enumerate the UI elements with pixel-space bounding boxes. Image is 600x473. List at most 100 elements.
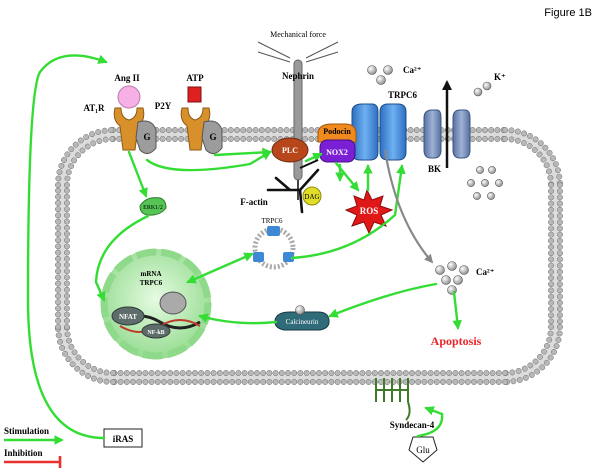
- membrane-head-inner: [365, 370, 372, 376]
- membrane-head-inner: [97, 368, 104, 375]
- membrane-head-outer: [108, 127, 114, 133]
- figure-label: Figure 1B: [544, 7, 592, 19]
- trpc6-vesicle: [252, 226, 296, 270]
- membrane-head-inner: [308, 136, 315, 142]
- membrane-head-inner: [64, 274, 70, 281]
- glucose-molecule: [408, 436, 438, 463]
- membrane-head-inner: [204, 370, 211, 376]
- membrane-head-outer: [464, 379, 471, 385]
- membrane-head-inner: [402, 370, 409, 376]
- membrane-head-inner: [532, 358, 539, 365]
- membrane-head-inner: [536, 151, 543, 158]
- membrane-head-inner: [390, 370, 397, 376]
- membrane-head-outer: [283, 127, 290, 133]
- membrane-head-outer: [427, 379, 434, 385]
- membrane-head-inner: [527, 362, 534, 369]
- membrane-head-inner: [433, 370, 440, 376]
- membrane-head-inner: [64, 237, 70, 244]
- membrane-head-outer: [221, 127, 228, 133]
- membrane-head-outer: [58, 162, 65, 169]
- membrane-head-inner: [502, 136, 508, 142]
- membrane-head-inner: [384, 370, 391, 376]
- membrane-head-outer: [260, 379, 267, 385]
- membrane-head-inner: [198, 370, 205, 376]
- membrane-head-inner: [64, 243, 70, 250]
- membrane-head-outer: [482, 127, 488, 133]
- atp-ligand: [187, 86, 202, 103]
- ang2-ligand: [117, 85, 141, 109]
- membrane-head-inner: [440, 370, 446, 376]
- syndecan-label: Syndecan-4: [390, 420, 435, 430]
- membrane-head-outer: [55, 237, 61, 244]
- membrane-head-inner: [548, 182, 554, 188]
- membrane-head-inner: [508, 136, 515, 143]
- membrane-head-inner: [227, 136, 234, 142]
- membrane-head-inner: [75, 152, 81, 159]
- membrane-head-inner: [185, 370, 192, 376]
- membrane-head-inner: [64, 331, 71, 338]
- membrane-head-inner: [79, 147, 86, 154]
- membrane-head-inner: [172, 136, 178, 142]
- membrane-head-inner: [396, 370, 403, 376]
- membrane-head-outer: [72, 141, 79, 148]
- membrane-head-inner: [371, 370, 378, 376]
- membrane-head-inner: [64, 200, 70, 206]
- membrane-head-inner: [64, 268, 70, 275]
- membrane-head-outer: [103, 378, 110, 385]
- mechanical-force-label: Mechanical force: [270, 30, 326, 39]
- membrane-head-outer: [516, 377, 523, 383]
- membrane-head-outer: [65, 356, 72, 363]
- membrane-head-inner: [309, 370, 316, 376]
- membrane-head-outer: [555, 167, 561, 174]
- membrane-head-inner: [64, 224, 70, 231]
- membrane-head-outer: [159, 127, 166, 133]
- membrane-head-inner: [229, 370, 236, 376]
- membrane-head-outer: [55, 286, 61, 293]
- trpc6-vesicle-label: TRPC6: [261, 217, 283, 225]
- membrane-head-inner: [543, 342, 550, 349]
- calcium-influx-arrow: [383, 149, 434, 264]
- membrane-head-inner: [64, 305, 70, 312]
- membrane-head-outer: [555, 336, 562, 343]
- membrane-head-outer: [557, 244, 563, 250]
- membrane-head-outer: [204, 379, 211, 385]
- membrane-head-inner: [548, 262, 554, 269]
- membrane-head-outer: [328, 379, 335, 385]
- membrane-head-outer: [556, 173, 563, 180]
- nephrin-label: Nephrin: [282, 71, 314, 81]
- membrane-head-outer: [266, 379, 273, 385]
- membrane-head-outer: [277, 127, 284, 133]
- trpc6-channel-label: TRPC6: [388, 90, 417, 100]
- membrane-head-inner: [65, 169, 72, 176]
- membrane-head-inner: [136, 370, 143, 376]
- dag-molecule: [302, 186, 322, 206]
- f-actin-filaments: [266, 168, 320, 214]
- membrane-head-inner: [64, 175, 71, 182]
- membrane-head-inner: [241, 370, 248, 376]
- membrane-head-outer: [309, 379, 316, 385]
- membrane-head-inner: [446, 370, 453, 376]
- p2y-label: P2Y: [155, 101, 172, 111]
- membrane-head-outer: [55, 268, 61, 275]
- membrane-head-outer: [550, 155, 556, 162]
- membrane-head-outer: [340, 379, 347, 385]
- membrane-head-inner: [64, 280, 70, 287]
- membrane-head-inner: [85, 362, 92, 369]
- membrane-head-inner: [271, 136, 278, 142]
- membrane-head-outer: [542, 144, 549, 151]
- membrane-head-outer: [458, 379, 465, 385]
- membrane-head-inner: [71, 349, 78, 356]
- membrane-head-inner: [520, 140, 527, 147]
- g-protein-1: [135, 120, 157, 154]
- membrane-head-outer: [55, 175, 62, 182]
- at1r-label: AT₁R: [83, 103, 105, 113]
- membrane-head-outer: [475, 127, 482, 133]
- membrane-head-inner: [547, 330, 554, 337]
- membrane-head-inner: [334, 370, 341, 376]
- membrane-head-inner: [378, 370, 384, 376]
- membrane-head-inner: [165, 136, 172, 142]
- membrane-head-inner: [347, 370, 353, 376]
- stimulation-arrows: [26, 54, 462, 440]
- membrane-head-inner: [421, 370, 428, 376]
- mechanical-force-arrows: [257, 41, 339, 63]
